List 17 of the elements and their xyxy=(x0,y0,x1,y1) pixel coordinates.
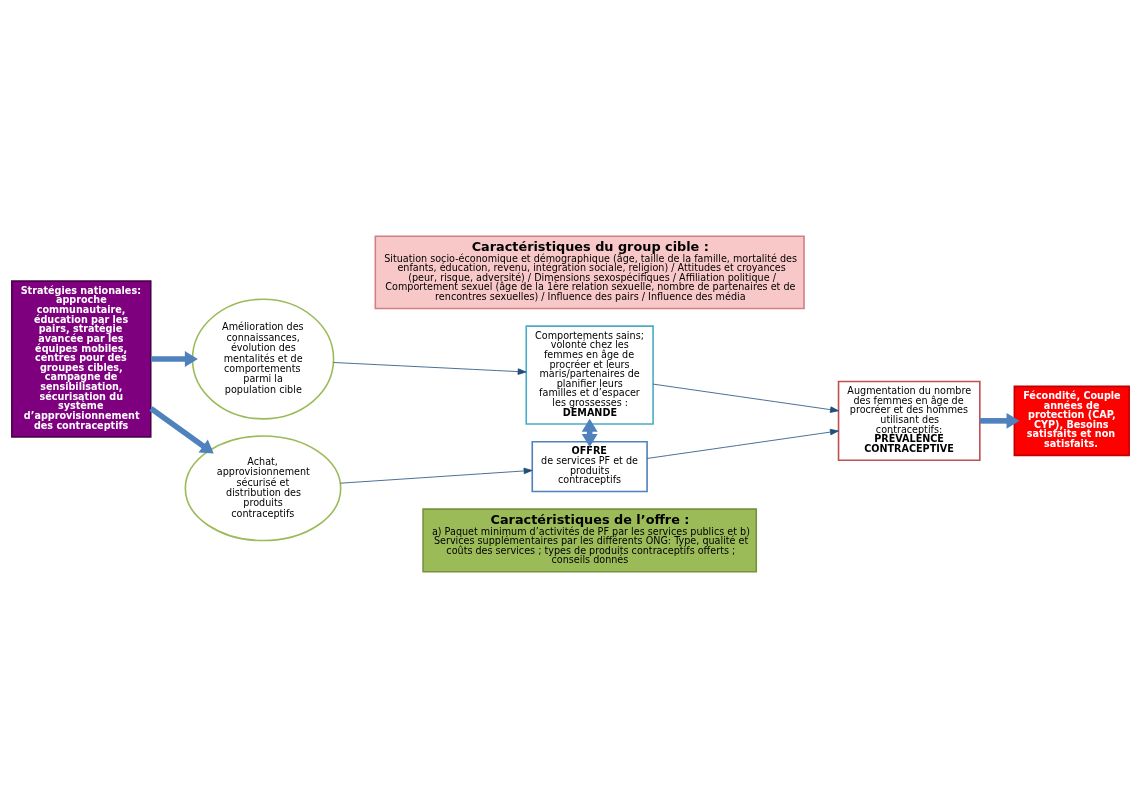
node-ellipse: Amélioration des connaissances, évolution des mentalités et de comportements parmi la population cible xyxy=(191,297,335,420)
node-box: Comportements sains; volonté chez les femmes en âge de procréer et leurs maris/partenaires de planifier leurs familles et d’espacer les grossesses : DEMANDE xyxy=(525,324,654,425)
arrow xyxy=(149,405,214,453)
arrow xyxy=(979,412,1020,429)
node-box: Caractéristiques de l’offre : a) Paquet minimum d’activités de PF par les services publics et b) Services supplémentaires par les différents ONG: Type, qualité et coûts des services ; types de produits contraceptifs offerts ; conseils donnés xyxy=(422,507,758,573)
arrow xyxy=(652,383,839,413)
node-box: Fécondité, Couple années de protection (CAP, CYP), Besoins satisfaits et non satisfaits. xyxy=(1013,385,1130,456)
node-box: Augmentation du nombre des femmes en âge de procréer et des hommes utilisant des contraceptifs: PRÉVALENCE CONTRACEPTIVE xyxy=(837,380,981,461)
arrow xyxy=(150,350,198,367)
node-box: Caractéristiques du group cible : Situation socio-économique et démographique (âge, taille de la famille, mortalité des enfants, éducation, revenu, intégration sociale, religion) / Attitudes et croyances (peur, risque, adversité) / Dimensions sexospécifiques / Affiliation politique / Comportement sexuel (âge de la 1ère relation sexuelle, nombre de partenaires et de rencontres sexuelles) / Influence des pairs / Influence des média xyxy=(374,234,805,309)
node-ellipse: Achat, approvisionnement sécurisé et distribution des produits contraceptifs xyxy=(184,434,342,541)
arrow xyxy=(646,428,839,459)
node-box: OFFRE de services PF et de produits contraceptifs xyxy=(531,440,648,492)
arrow xyxy=(333,361,527,375)
node-box: Stratégies nationales: approche communautaire, éducation par les pairs, stratégie avancée par les équipes mobiles, centres pour des groupes cibles, campagne de sensibilisation, sécurisation du système d’approvisionnement des contraceptifs xyxy=(11,279,152,438)
arrow xyxy=(581,418,598,447)
arrow xyxy=(340,467,533,484)
